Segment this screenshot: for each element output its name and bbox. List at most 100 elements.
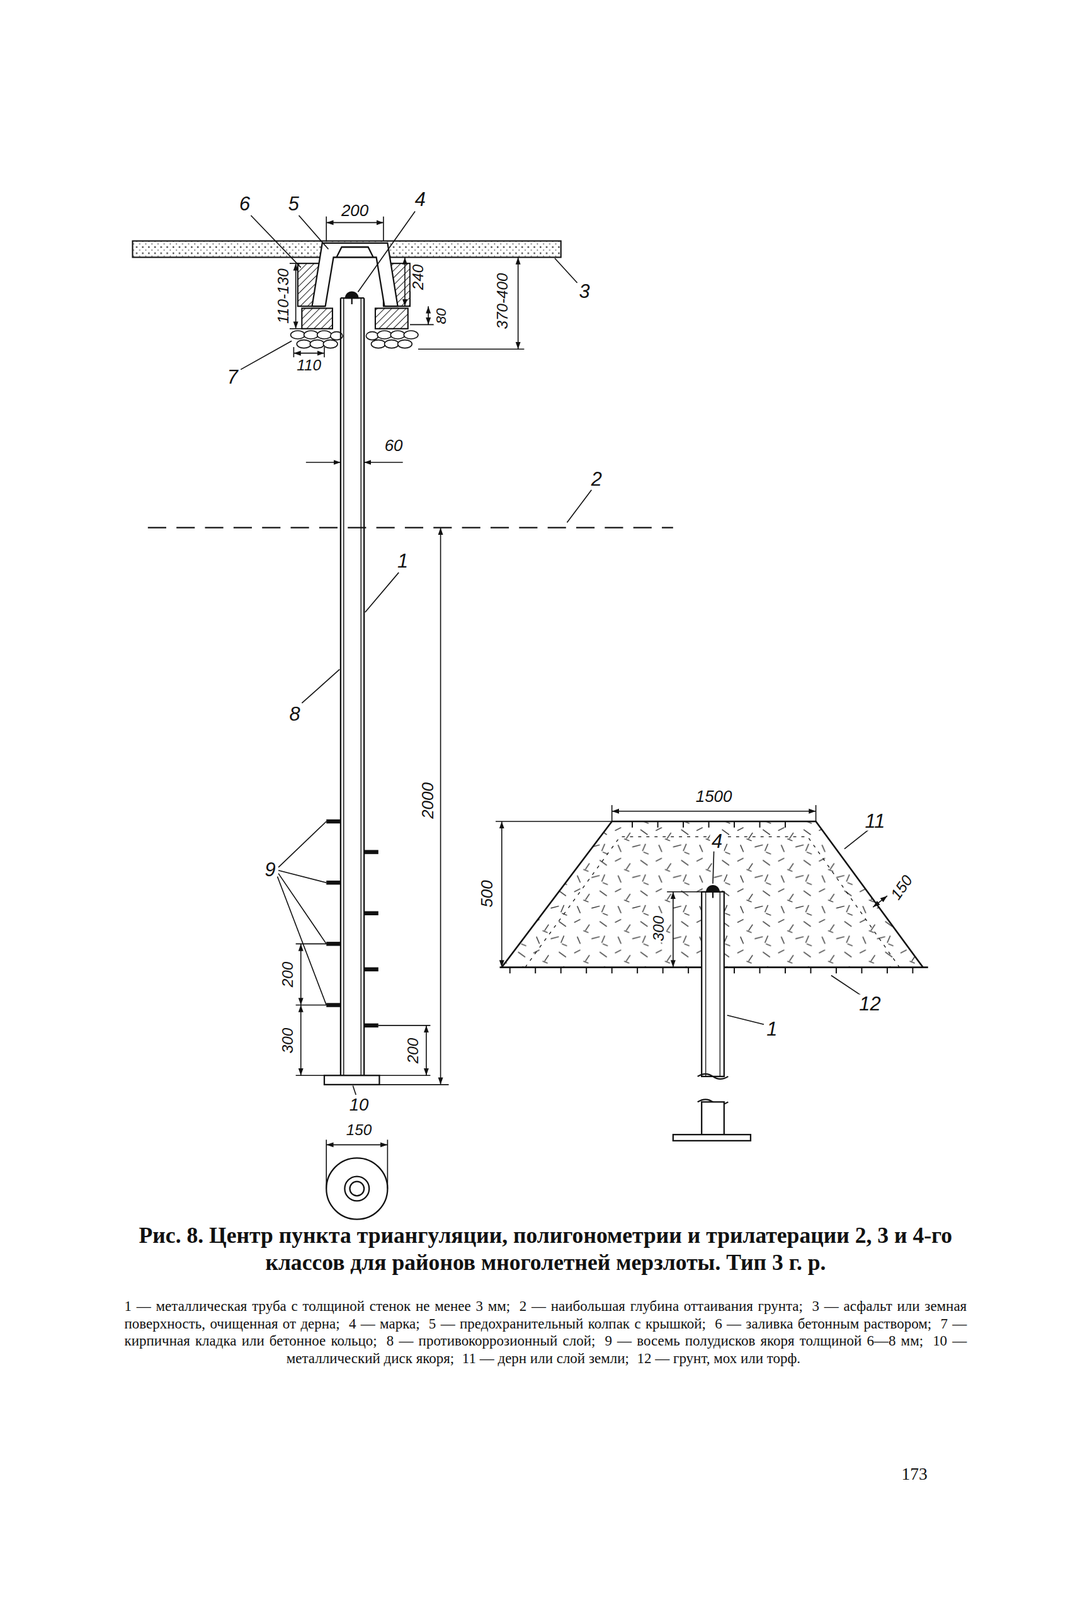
plan-view bbox=[326, 1157, 388, 1219]
leader-lines bbox=[277, 875, 327, 1005]
mound-dimensions bbox=[495, 820, 613, 822]
callout-number: 2 bbox=[590, 469, 604, 490]
dimension-value: 1500 bbox=[694, 788, 734, 805]
brick-ring bbox=[304, 330, 319, 339]
plan-view bbox=[344, 1176, 370, 1201]
anchor-halfdiscs bbox=[326, 880, 341, 885]
pipe-section bbox=[705, 891, 706, 1077]
pipe bbox=[360, 297, 362, 1075]
callout-number: 10 bbox=[348, 1095, 371, 1114]
protective-cap bbox=[336, 246, 373, 257]
dimension-value: 150 bbox=[887, 871, 916, 904]
callout-number: 12 bbox=[857, 993, 882, 1014]
pipe-section bbox=[673, 885, 751, 1141]
dimension-value: 370-400 bbox=[494, 271, 511, 330]
callout-number: 7 bbox=[226, 367, 240, 388]
leader-lines bbox=[554, 258, 578, 283]
mound-dimensions bbox=[844, 829, 870, 849]
dimension-value: 2000 bbox=[420, 780, 437, 820]
anchor-halfdiscs bbox=[363, 967, 379, 972]
dimension-value: 500 bbox=[479, 878, 496, 909]
leader-lines bbox=[278, 870, 327, 883]
anchor-halfdiscs bbox=[363, 849, 379, 854]
dimension-lines bbox=[300, 943, 302, 1005]
dimension-lines bbox=[427, 306, 429, 325]
dimension-lines bbox=[325, 1139, 327, 1189]
brick-ring bbox=[370, 340, 386, 349]
dimension-value: 150 bbox=[345, 1122, 374, 1138]
dimension-value: 300 bbox=[651, 913, 667, 943]
legend-item: 8 — противокоррозионный слой; bbox=[386, 1332, 596, 1349]
dimension-lines bbox=[409, 324, 435, 326]
pipe bbox=[324, 1074, 380, 1085]
leader-lines bbox=[357, 211, 415, 293]
dimension-lines bbox=[387, 1139, 389, 1189]
dimension-lines bbox=[418, 348, 524, 350]
dimension-lines bbox=[326, 222, 384, 224]
brick-ring bbox=[384, 340, 400, 349]
brick-ring bbox=[365, 331, 378, 341]
leader-lines bbox=[298, 215, 329, 249]
mound-dimensions bbox=[612, 810, 817, 812]
mound-dimensions bbox=[501, 821, 503, 968]
plan-view bbox=[349, 1181, 364, 1196]
pipe bbox=[324, 292, 380, 1085]
dimension-value: 110 bbox=[295, 357, 323, 373]
pipe-section bbox=[701, 1101, 725, 1135]
pipe bbox=[363, 297, 365, 1075]
dimension-value: 60 bbox=[383, 437, 405, 455]
dimension-value: 300 bbox=[280, 1026, 296, 1055]
legend-item: 1 — металлическая труба с толщиной стено… bbox=[124, 1297, 511, 1314]
brick-ring bbox=[296, 340, 312, 349]
callout-number: 5 bbox=[287, 193, 301, 214]
legend-item: 4 — марка; bbox=[348, 1315, 421, 1332]
mound-dimensions bbox=[727, 1015, 764, 1025]
callout-number: 8 bbox=[287, 704, 302, 724]
pipe bbox=[340, 297, 342, 1075]
leader-lines bbox=[278, 821, 327, 868]
leader-lines bbox=[240, 340, 292, 370]
dimension-lines bbox=[326, 1144, 388, 1146]
pipe bbox=[351, 292, 353, 305]
leader-lines bbox=[278, 873, 327, 944]
dimension-lines bbox=[379, 1074, 431, 1076]
plan-view bbox=[326, 1157, 388, 1219]
mound-dimensions bbox=[712, 850, 715, 884]
brick-ring bbox=[290, 330, 419, 349]
callout-number: 11 bbox=[864, 811, 887, 831]
pipe-section bbox=[712, 885, 714, 898]
dimension-lines bbox=[325, 216, 327, 242]
dimension-lines bbox=[397, 305, 410, 307]
dimension-lines bbox=[295, 263, 297, 329]
dimension-value: 110-130 bbox=[275, 267, 291, 325]
dimension-lines bbox=[289, 328, 302, 330]
dimension-lines bbox=[517, 256, 519, 349]
dimension-lines bbox=[300, 1005, 302, 1076]
pipe bbox=[343, 297, 344, 1075]
brick-ring bbox=[390, 330, 405, 339]
mound-dimensions bbox=[815, 804, 817, 822]
dimension-value: 80 bbox=[433, 306, 448, 325]
legend-item: 2 — наибольшая глубина оттаивания грунта… bbox=[519, 1297, 803, 1314]
callout-number: 1 bbox=[396, 551, 410, 571]
legend-item: 5 — предохранительный колпак с крышкой; bbox=[428, 1315, 706, 1332]
anchor-halfdiscs bbox=[363, 911, 379, 916]
concrete-fill bbox=[301, 307, 333, 329]
leader-lines bbox=[365, 572, 399, 613]
brick-ring bbox=[377, 330, 392, 339]
legend-item: 9 — восемь полудисков якоря толщиной 6—8… bbox=[604, 1332, 924, 1349]
mound-dimensions bbox=[495, 804, 888, 1024]
anchor-halfdiscs bbox=[326, 819, 379, 1028]
dimension-lines bbox=[323, 346, 325, 358]
dimension-value: 200 bbox=[405, 1036, 421, 1065]
protective-cap bbox=[312, 243, 398, 307]
callout-number: 1 bbox=[765, 1019, 779, 1040]
callout-number: 6 bbox=[238, 193, 252, 214]
legend-item: 11 — дерн или слой земли; bbox=[462, 1350, 630, 1366]
pipe-section bbox=[701, 891, 725, 1077]
brick-ring bbox=[309, 340, 325, 349]
anchor-halfdiscs bbox=[326, 819, 341, 824]
pipe-section bbox=[673, 1134, 751, 1141]
concrete-fill bbox=[375, 307, 409, 329]
dimension-lines bbox=[293, 346, 295, 358]
